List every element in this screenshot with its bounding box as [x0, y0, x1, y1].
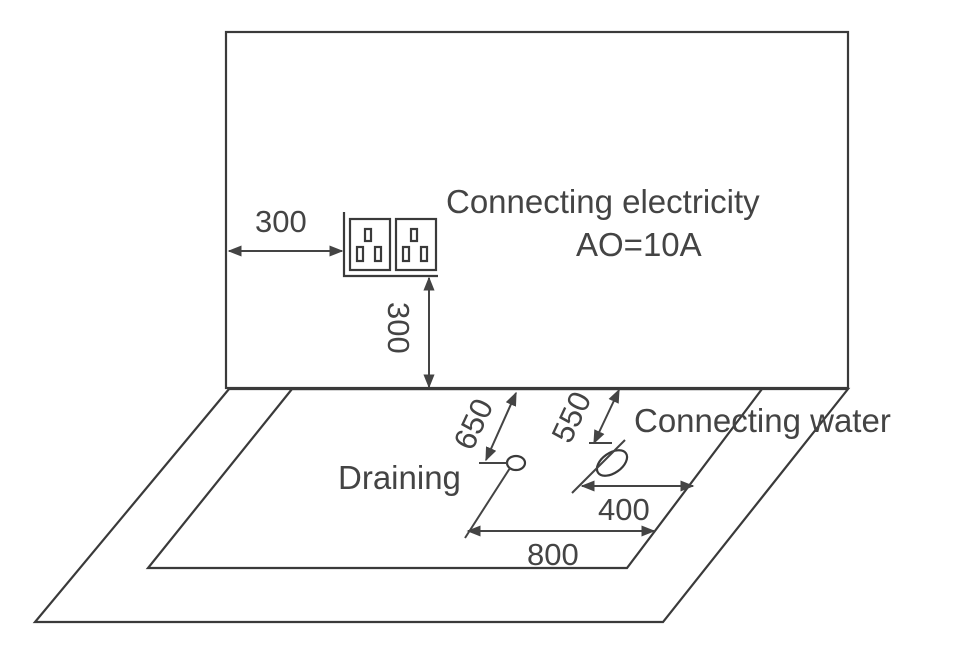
- dim-line-drain-depth: [485, 391, 517, 462]
- dim-socket-height: 300: [381, 302, 416, 354]
- dim-line-water-depth: [593, 388, 620, 445]
- dim-water-side: 400: [598, 492, 650, 527]
- drain-ref-line: [464, 467, 511, 539]
- label-water: Connecting water: [634, 402, 891, 439]
- dim-socket-side: 300: [255, 204, 307, 239]
- double-socket-icon: [342, 212, 438, 278]
- dim-drain-width: 800: [527, 537, 579, 572]
- label-draining: Draining: [338, 459, 461, 496]
- label-electricity: Connecting electricity: [446, 183, 760, 220]
- label-electricity-spec: AO=10A: [576, 226, 702, 263]
- dim-water-depth: 550: [545, 386, 599, 448]
